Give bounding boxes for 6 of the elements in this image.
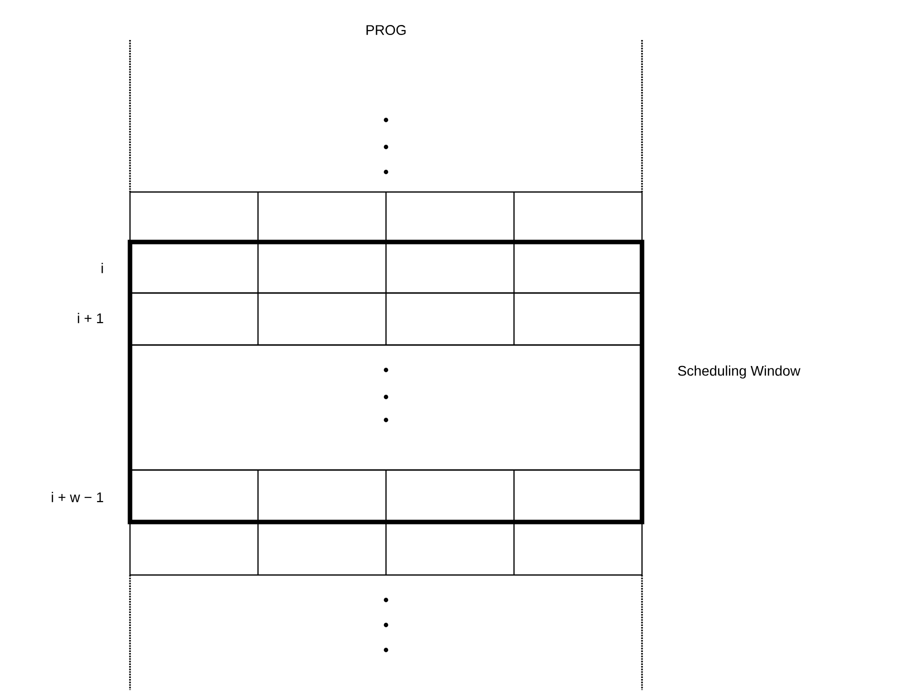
window-label: Scheduling Window	[678, 365, 800, 379]
row-label: i + w − 1	[52, 492, 104, 502]
row-label: i + 1	[78, 312, 104, 324]
row-label: i	[102, 262, 103, 274]
column-title: PROG	[366, 25, 406, 35]
window-frame	[128, 240, 644, 524]
